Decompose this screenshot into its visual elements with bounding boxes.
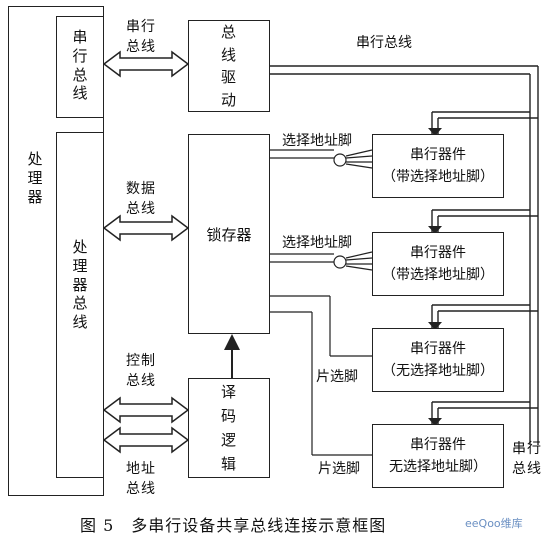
processor-bus-label: 处理器总线 bbox=[72, 238, 88, 331]
serial-bus-lines bbox=[270, 65, 539, 445]
device-3-pin-label: 片选脚 bbox=[316, 369, 358, 385]
figure-caption: 图 5 多串行设备共享总线连接示意框图 bbox=[80, 516, 387, 535]
device-2-desc: （带选择地址脚） bbox=[382, 267, 494, 283]
serial-device-1: 串行器件 （带选择地址脚） bbox=[372, 134, 504, 198]
device-4-name: 串行器件 bbox=[410, 436, 466, 453]
serial-bus-tap-arrows bbox=[428, 128, 442, 426]
latch-output-lines bbox=[270, 149, 373, 456]
latch-box: 锁存器 bbox=[188, 134, 270, 334]
processor-serial-bus-box bbox=[56, 16, 104, 118]
address-bus-label: 地址总线 bbox=[126, 461, 156, 497]
device-4-desc: 无选择地址脚） bbox=[389, 459, 487, 475]
decode-logic-label: 译码逻辑 bbox=[220, 383, 237, 473]
bus-driver-label: 总线驱动 bbox=[220, 23, 237, 109]
decode-logic-box: 译码逻辑 bbox=[188, 378, 270, 478]
device-2-name: 串行器件 bbox=[410, 244, 466, 261]
serial-bus-top-label: 串行总线 bbox=[356, 35, 412, 51]
serial-device-3: 串行器件 （无选择地址脚） bbox=[372, 328, 504, 392]
device-3-name: 串行器件 bbox=[410, 340, 466, 357]
latch-label: 锁存器 bbox=[206, 225, 252, 244]
bus-driver-box: 总线驱动 bbox=[188, 20, 270, 112]
serial-device-2: 串行器件 （带选择地址脚） bbox=[372, 232, 504, 296]
serial-bus-right-label: 串行总线 bbox=[512, 441, 542, 477]
watermark-logo: eeQoo维库 bbox=[465, 517, 523, 530]
processor-bus-box bbox=[56, 132, 104, 478]
control-bus-label: 控制总线 bbox=[126, 353, 156, 389]
processor-title: 处理器 bbox=[27, 150, 43, 206]
processor-serial-bus-label: 串行总线 bbox=[72, 28, 88, 103]
device-3-desc: （无选择地址脚） bbox=[382, 363, 494, 379]
serial-device-4: 串行器件 无选择地址脚） bbox=[372, 424, 504, 488]
device-1-desc: （带选择地址脚） bbox=[382, 169, 494, 185]
address-bus-arrow bbox=[102, 426, 190, 454]
data-bus-arrow bbox=[102, 214, 190, 242]
data-bus-label: 数据总线 bbox=[126, 181, 156, 217]
control-bus-arrow bbox=[102, 396, 190, 424]
serial-bus-label: 串行总线 bbox=[126, 19, 156, 55]
device-4-pin-label: 片选脚 bbox=[318, 461, 360, 477]
device-2-pin-label: 选择地址脚 bbox=[282, 235, 352, 251]
device-1-pin-label: 选择地址脚 bbox=[282, 133, 352, 149]
device-1-name: 串行器件 bbox=[410, 146, 466, 163]
